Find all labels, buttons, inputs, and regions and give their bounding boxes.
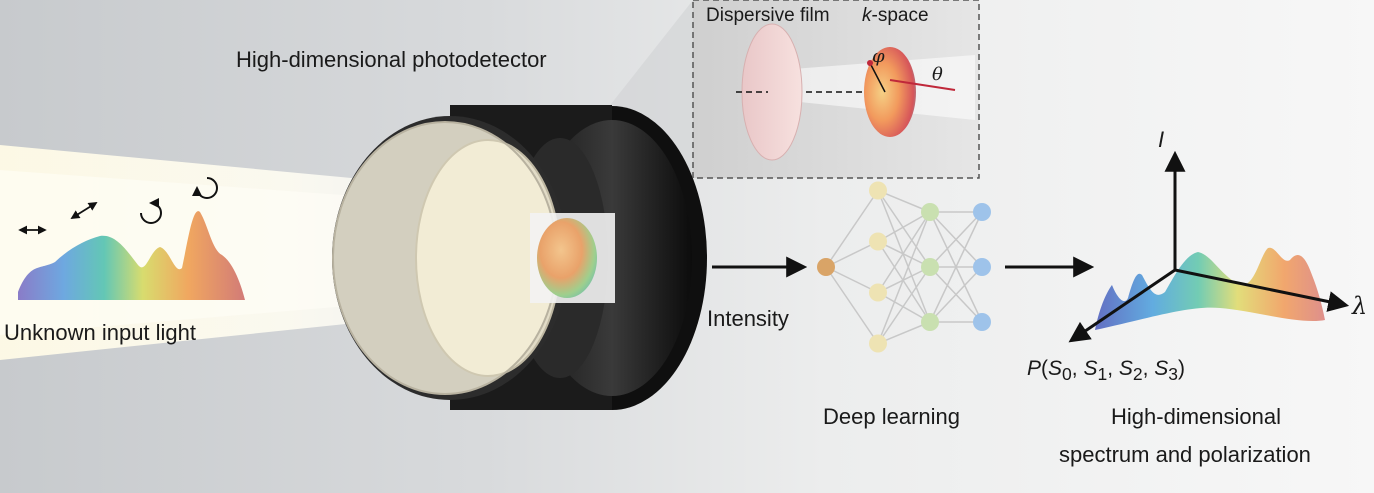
nn-node: [869, 283, 887, 302]
k-space-disk: [864, 47, 916, 137]
film-label: Dispersive film: [706, 5, 830, 26]
nn-node: [817, 258, 835, 276]
output-spectrum-surface: [1095, 247, 1325, 330]
output-label-line2: spectrum and polarization: [1059, 442, 1311, 467]
nn-connection: [825, 266, 879, 344]
nn-connection: [929, 211, 983, 323]
s3-symbol: S: [1154, 357, 1169, 380]
input-spectrum: [18, 211, 245, 300]
paren-close: ): [1178, 357, 1186, 380]
nn-connection: [825, 240, 879, 268]
nn-node: [973, 258, 991, 276]
nn-connection: [877, 321, 931, 345]
nn-connection: [877, 211, 931, 344]
nn-connection: [877, 240, 931, 268]
axis-i-label: I: [1158, 127, 1165, 152]
s1-sub: 1: [1097, 364, 1108, 385]
nn-connection: [877, 190, 931, 268]
nn-node: [921, 258, 939, 276]
phi-symbol: φ: [872, 46, 885, 67]
nn-node: [921, 203, 939, 221]
k-space-label: k-space: [862, 5, 929, 27]
nn-node: [869, 232, 887, 251]
nn-node: [869, 181, 887, 200]
p-symbol: P: [1027, 357, 1042, 380]
comma-3: ,: [1142, 357, 1155, 380]
nn-connection: [929, 211, 983, 268]
neural-network: [817, 181, 991, 353]
device-title: High-dimensional photodetector: [236, 47, 547, 72]
nn-node: [973, 203, 991, 221]
nn-connection: [877, 291, 931, 323]
inset-box: [692, 0, 980, 179]
nn-connection: [929, 266, 983, 323]
comma-1: ,: [1071, 357, 1084, 380]
nn-node: [973, 313, 991, 331]
nn-connection: [825, 266, 879, 294]
nn-connection: [877, 189, 931, 213]
nn-node: [869, 334, 887, 353]
circular-arrow-clockwise-icon: [140, 198, 162, 224]
comma-2: ,: [1107, 357, 1119, 380]
photodetector: [332, 105, 707, 410]
nn-connection: [877, 241, 931, 323]
double-arrow-diagonal-icon: [70, 202, 98, 219]
theta-line: [889, 79, 956, 91]
s0-sub: 0: [1062, 364, 1072, 385]
s1-symbol: S: [1083, 357, 1098, 380]
paren-open: (: [1041, 357, 1049, 380]
theta-symbol: θ: [932, 64, 943, 85]
k-symbol: k: [862, 5, 872, 26]
nn-connection: [877, 190, 931, 323]
output-plot: [1068, 150, 1350, 343]
nn-connection: [825, 190, 879, 268]
deep-learning-label: Deep learning: [823, 404, 960, 429]
nn-connection: [877, 211, 931, 243]
nn-connection: [877, 211, 931, 293]
input-label: Unknown input light: [4, 320, 197, 345]
dome-icon: [537, 218, 597, 298]
output-label-line1: High-dimensional: [1111, 404, 1281, 429]
s0-symbol: S: [1048, 357, 1063, 380]
axis-p-label: P(S0, S1, S2, S3): [1027, 357, 1185, 385]
s3-sub: 3: [1168, 364, 1179, 385]
circular-arrow-counterclockwise-icon: [192, 177, 218, 199]
nn-connection: [877, 266, 931, 344]
axis-lambda-label: λ: [1352, 292, 1368, 320]
s2-sub: 2: [1132, 364, 1143, 385]
intensity-label: Intensity: [707, 306, 789, 331]
k-space-suffix: -space: [871, 5, 929, 26]
nn-node: [921, 313, 939, 331]
s2-symbol: S: [1118, 357, 1133, 380]
